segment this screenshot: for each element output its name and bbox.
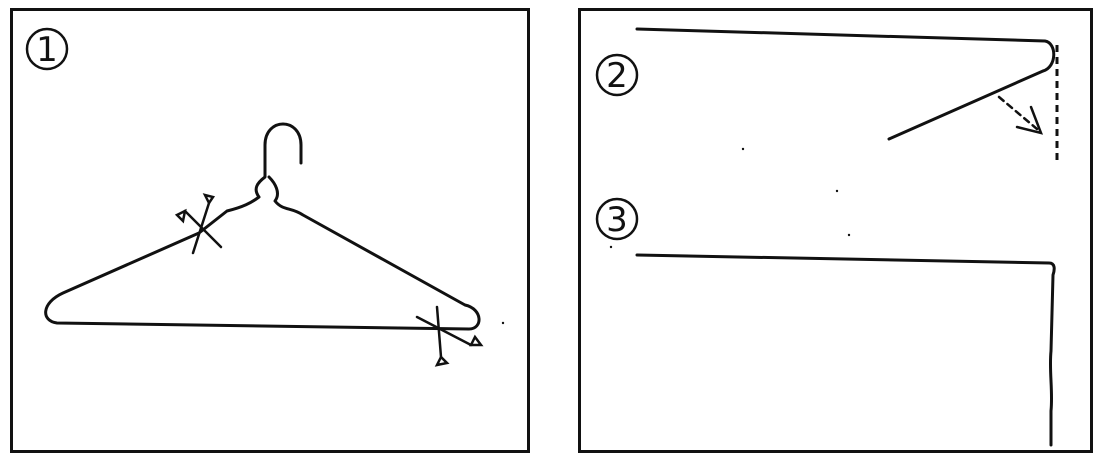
step-1-label: 1	[25, 27, 69, 71]
scissor-cut-mark-left	[174, 193, 223, 255]
step-1-panel: 1	[10, 8, 530, 453]
hanger-wire	[44, 122, 481, 331]
speck	[741, 147, 745, 151]
speck	[835, 189, 839, 193]
step-2-label: 2	[595, 53, 639, 97]
wire-bent-step-2	[635, 27, 1056, 141]
step-3-number: 3	[606, 200, 628, 240]
step-3-label: 3	[595, 197, 639, 241]
speck	[501, 321, 505, 325]
steps-2-3-drawing: 2 3	[595, 27, 1059, 447]
speck	[847, 233, 851, 237]
bend-direction-arrow	[997, 95, 1044, 135]
scissor-cut-mark-right	[415, 305, 484, 367]
speck	[609, 245, 613, 249]
step-1-drawing: 1	[25, 27, 505, 367]
wire-bent-step-3	[635, 253, 1056, 447]
step-2-number: 2	[606, 56, 628, 96]
step-1-number: 1	[36, 30, 58, 70]
steps-2-3-panel: 2 3	[578, 8, 1093, 453]
